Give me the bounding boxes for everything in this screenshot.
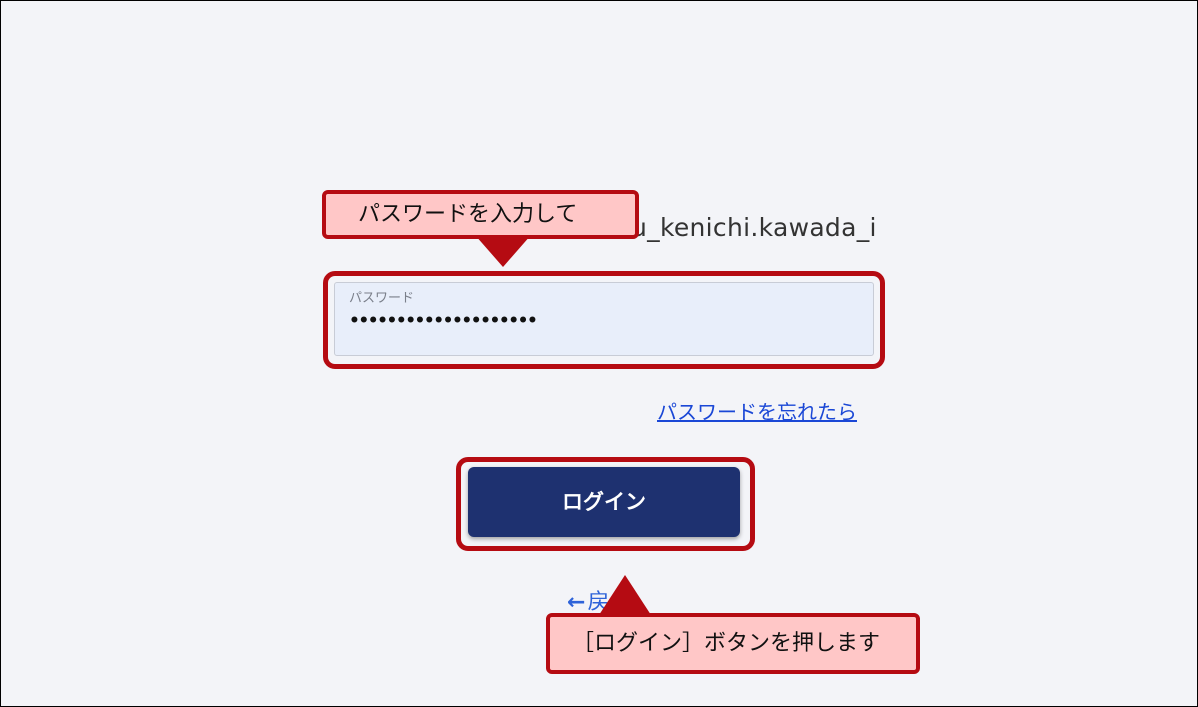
password-field[interactable]: パスワード ••••••••••••••••••••: [334, 282, 874, 356]
login-button-callout: ［ログイン］ボタンを押します: [546, 613, 920, 674]
password-field-label: パスワード: [349, 291, 415, 306]
callout-pointer-up: [599, 575, 651, 615]
password-highlight-frame: [323, 271, 885, 369]
callout-pointer-down: [475, 235, 531, 267]
password-input[interactable]: ••••••••••••••••••••: [349, 311, 538, 331]
arrow-left-icon: ←: [567, 590, 586, 615]
password-callout: パスワードを入力して: [322, 190, 639, 239]
forgot-password-link[interactable]: パスワードを忘れたら: [657, 400, 857, 424]
login-button-highlight-frame: [456, 457, 755, 551]
login-button[interactable]: ログイン: [468, 467, 740, 537]
